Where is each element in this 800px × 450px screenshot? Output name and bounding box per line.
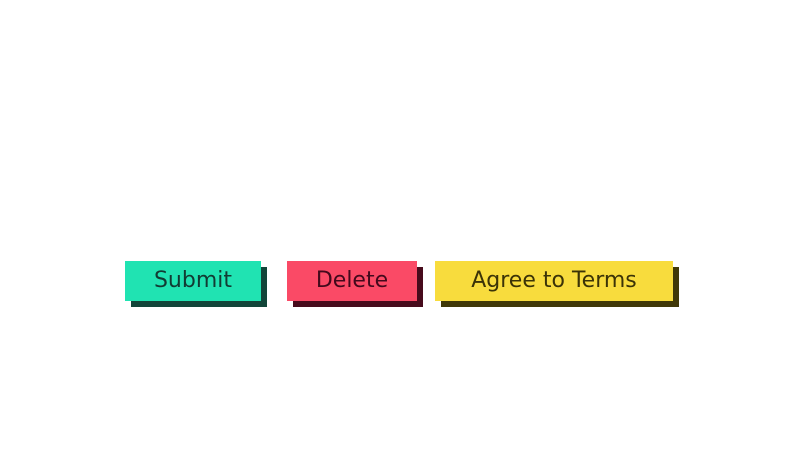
submit-button[interactable]: Submit [125, 261, 261, 301]
submit-button-label: Submit [153, 268, 233, 293]
delete-button-label: Delete [315, 268, 389, 293]
agree-to-terms-button[interactable]: Agree to Terms [435, 261, 673, 301]
delete-button[interactable]: Delete [287, 261, 417, 301]
agree-to-terms-button-label: Agree to Terms [471, 268, 637, 293]
